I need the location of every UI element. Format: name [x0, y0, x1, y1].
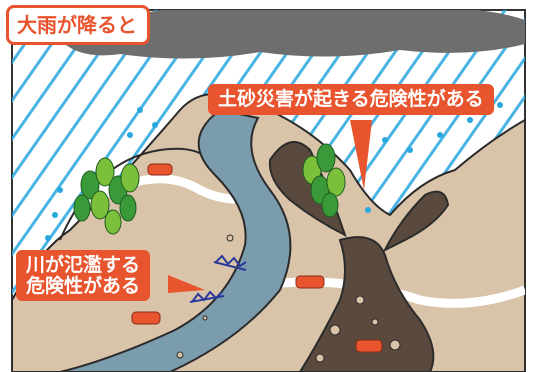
- rocks: [176, 234, 401, 363]
- flood-pointer: [168, 275, 205, 293]
- cloud: [60, 10, 525, 59]
- trees-left: [73, 157, 140, 235]
- cars: [131, 163, 383, 353]
- bridge-upper: [213, 254, 247, 271]
- landslide-flow: [298, 236, 435, 372]
- flood-callout-line1: 川が氾濫する: [26, 254, 141, 276]
- landslide-pointer: [350, 120, 372, 190]
- landslide-scar-right: [382, 190, 450, 253]
- trees-right: [302, 143, 346, 218]
- river: [59, 108, 292, 372]
- flood-callout-line2: 危険性がある: [26, 274, 141, 297]
- flood-callout: 川が氾濫する 危険性がある: [16, 250, 151, 302]
- title-label: 大雨が降ると: [6, 5, 150, 45]
- landslide-callout: 土砂災害が起きる危険性がある: [208, 84, 494, 115]
- rain-drops: [45, 102, 503, 241]
- bridge-lower: [189, 290, 225, 303]
